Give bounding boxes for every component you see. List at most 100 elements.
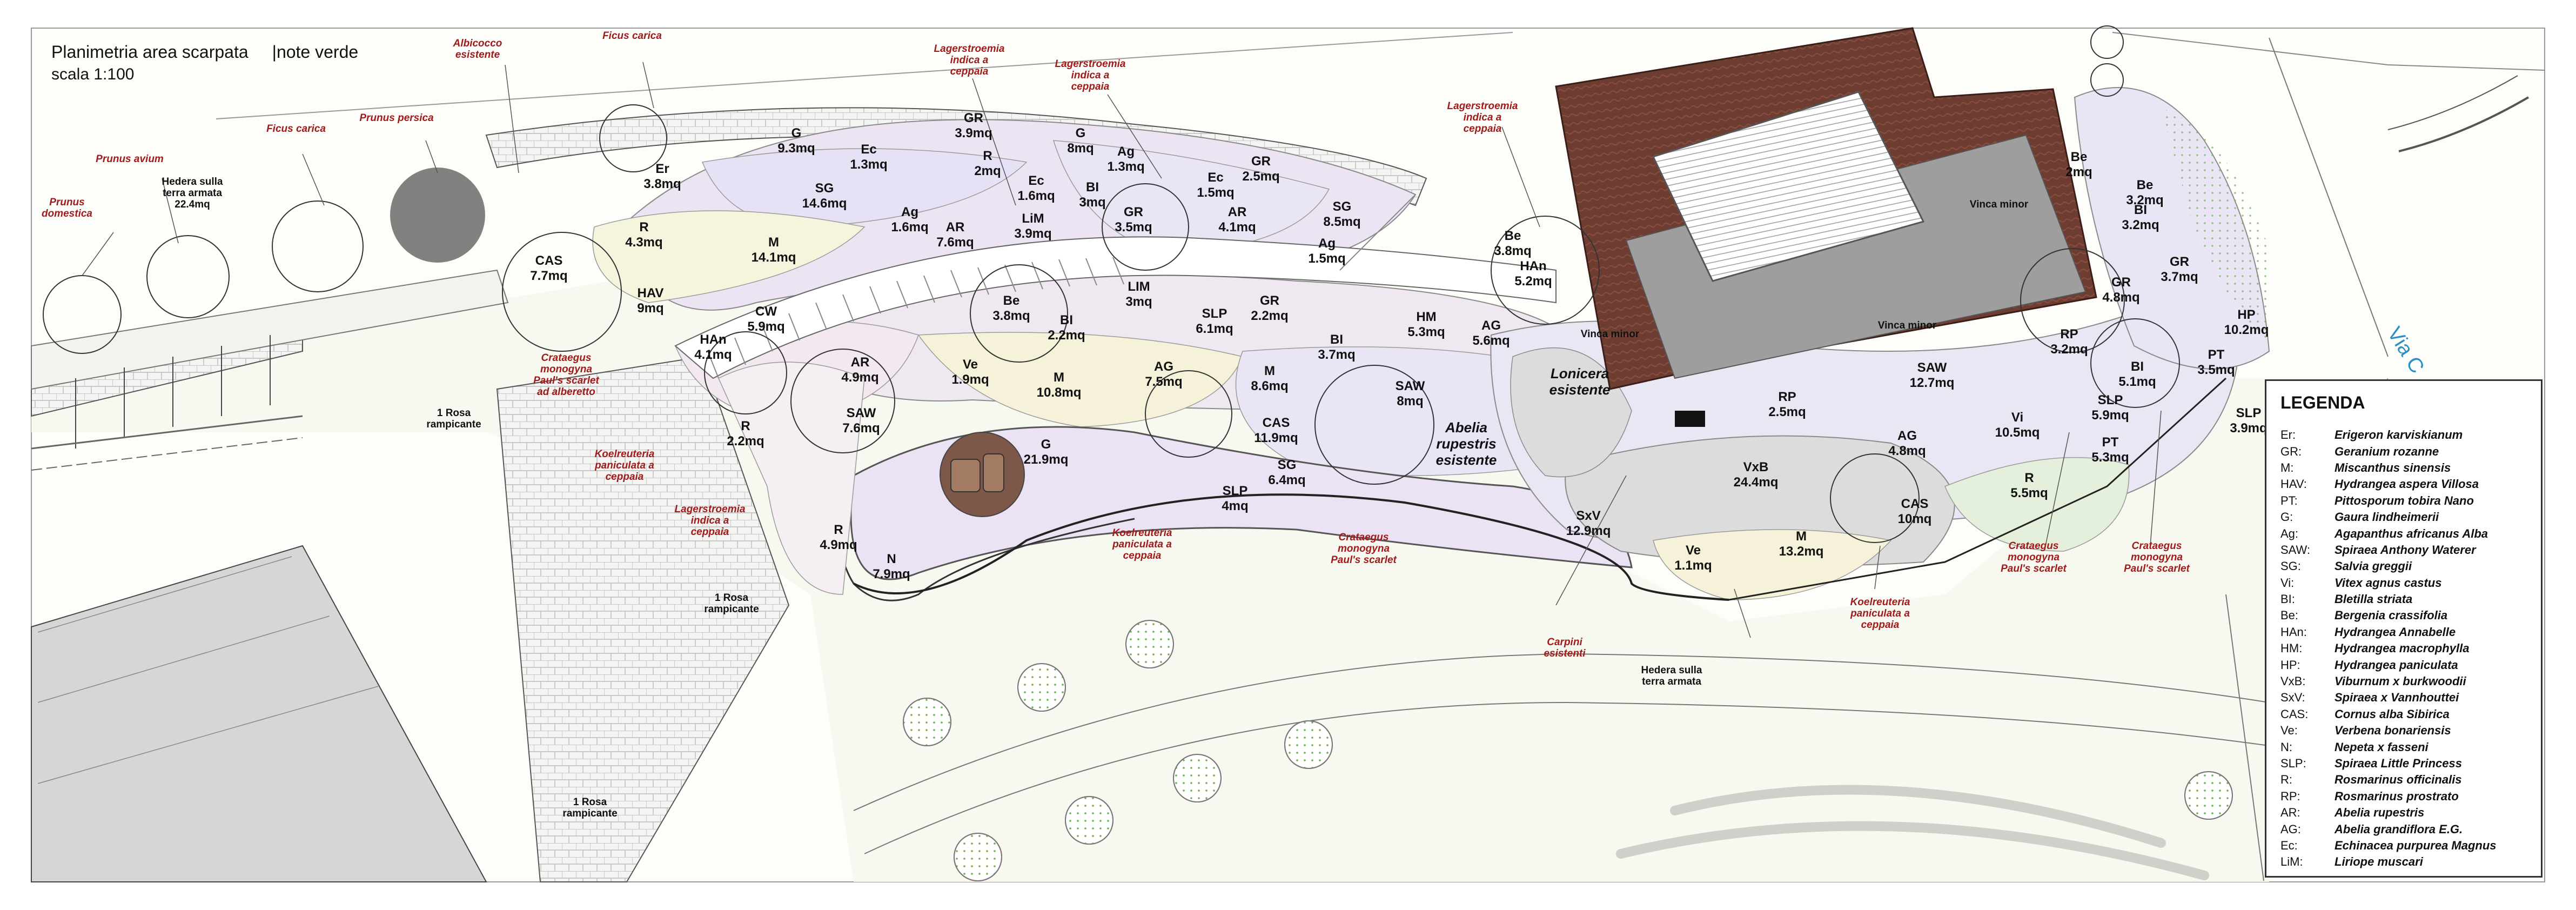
- zone-label: Ec1.6mq: [1017, 173, 1055, 203]
- legend-row: HM: Hydrangea macrophylla: [2280, 640, 2541, 657]
- legend-code: SG:: [2280, 559, 2301, 573]
- zone-label: Er3.8mq: [643, 162, 681, 191]
- zone-area: 10mq: [1898, 512, 1932, 526]
- zone-area: 3.9mq: [955, 126, 992, 140]
- zone-area: 1.1mq: [1674, 558, 1712, 573]
- zone-code: CW: [755, 304, 777, 319]
- zone-code: VxB: [1743, 460, 1769, 474]
- zone-area: 7.9mq: [873, 567, 910, 581]
- zone-label: Ve1.1mq: [1674, 543, 1712, 573]
- zone-area: 14.6mq: [802, 196, 847, 211]
- zone-code: LIM: [1128, 279, 1150, 294]
- zone-area: 3.9mq: [2230, 421, 2267, 436]
- plant-note: Prunus persica: [359, 112, 434, 124]
- zone-code: GR: [1124, 205, 1143, 219]
- zone-code: Be: [2137, 178, 2154, 192]
- zone-label: Ag1.5mq: [1308, 236, 1345, 266]
- legend-species: Bergenia crassifolia: [2335, 608, 2448, 623]
- legend-row: LiM:Liriope muscari: [2280, 854, 2541, 870]
- zone-label: R5.5mq: [2010, 471, 2048, 500]
- tree-symbols: [43, 25, 2180, 543]
- zone-label: SG8.5mq: [1323, 199, 1360, 229]
- legend-row: R:Rosmarinus officinalis: [2280, 772, 2541, 788]
- zone-area: 2mq: [974, 164, 1001, 178]
- zone-area: 9.3mq: [777, 141, 815, 156]
- legend-species: Hydrangea macrophylla: [2335, 641, 2470, 655]
- zone-code: BI: [2134, 203, 2147, 217]
- zone-area: 3.7mq: [1318, 347, 1355, 362]
- legend-species: Bletilla striata: [2335, 592, 2413, 606]
- zone-area: 1.3mq: [850, 157, 887, 172]
- zone-code: RP: [1778, 390, 1796, 404]
- zone-label: CW5.9mq: [747, 304, 784, 334]
- zone-area: 5.9mq: [747, 319, 784, 334]
- zone-code: HM: [1416, 310, 1436, 324]
- zone-code: AG: [1481, 318, 1501, 333]
- title-block: Planimetria area scarpata|note verde sca…: [51, 42, 382, 84]
- zone-area: 4.1mq: [694, 347, 732, 362]
- legend-species: Hydrangea Annabelle: [2335, 625, 2456, 639]
- zone-code: G: [1041, 437, 1051, 452]
- legend-species: Rosmarinus prostrato: [2335, 789, 2459, 803]
- legend-code: HM:: [2280, 641, 2303, 655]
- zone-area: 3mq: [1079, 195, 1105, 210]
- zone-area: 3.7mq: [2161, 270, 2198, 284]
- zone-area: 1.5mq: [1197, 185, 1234, 200]
- zone-area: 6.1mq: [1196, 322, 1233, 336]
- zone-label: AR7.6mq: [936, 220, 974, 250]
- zone-label: BI3.7mq: [1318, 332, 1355, 362]
- zone-label: PT5.3mq: [2091, 435, 2129, 465]
- legend-row: G:Gaura lindheimerii: [2280, 509, 2541, 525]
- zone-label: GR2.2mq: [1251, 293, 1288, 323]
- zone-label: RP2.5mq: [1768, 390, 1806, 419]
- zone-area: 5.6mq: [1472, 333, 1510, 348]
- zone-area: 3.8mq: [1494, 244, 1531, 258]
- zone-code: SG: [815, 181, 834, 196]
- zone-area: 1.5mq: [1308, 251, 1345, 266]
- legend-species: Rosmarinus officinalis: [2335, 773, 2462, 787]
- legend-code: SLP:: [2280, 757, 2306, 770]
- zone-label: BI2.2mq: [1048, 313, 1085, 343]
- legend-row: GR:Geranium rozanne: [2280, 443, 2541, 459]
- legend-row: RP:Rosmarinus prostrato: [2280, 788, 2541, 805]
- legend-title: LEGENDA: [2280, 393, 2365, 412]
- legend-row: Ag:Agapanthus africanus Alba: [2280, 525, 2541, 541]
- legend-row: Be:Bergenia crassifolia: [2280, 607, 2541, 624]
- zone-code: BI: [1060, 313, 1073, 327]
- zone-area: 5.9mq: [2091, 408, 2129, 423]
- zone-code: M: [1796, 529, 1807, 544]
- zone-code: SG: [1333, 199, 1352, 214]
- zone-label: Be3.8mq: [1494, 229, 1531, 258]
- zone-code: Be: [1003, 293, 1020, 308]
- zone-area: 4.8mq: [2102, 290, 2139, 305]
- zone-area: 3.8mq: [643, 177, 681, 191]
- plant-note: Ficus carica: [266, 123, 326, 135]
- zone-code: CAS: [1263, 416, 1290, 430]
- zone-area: 5.1mq: [2118, 374, 2156, 389]
- zone-code: Ve: [963, 357, 978, 372]
- zone-label: AG4.8mq: [1888, 429, 1926, 458]
- zone-label: R2.2mq: [727, 419, 764, 449]
- zone-code: G: [791, 126, 802, 140]
- legend-species: Verbena bonariensis: [2335, 724, 2451, 738]
- zone-code: BI: [1330, 332, 1343, 347]
- zone-code: AR: [1228, 205, 1247, 219]
- zone-code: CAS: [1901, 497, 1929, 511]
- zone-code: HAV: [638, 286, 664, 300]
- legend-code: Ve:: [2280, 724, 2298, 738]
- legend-species: Hydrangea paniculata: [2335, 658, 2458, 672]
- zone-area: 1.6mq: [891, 220, 928, 235]
- zone-area: 4.8mq: [1888, 444, 1926, 458]
- legend-code: HAn:: [2280, 625, 2307, 639]
